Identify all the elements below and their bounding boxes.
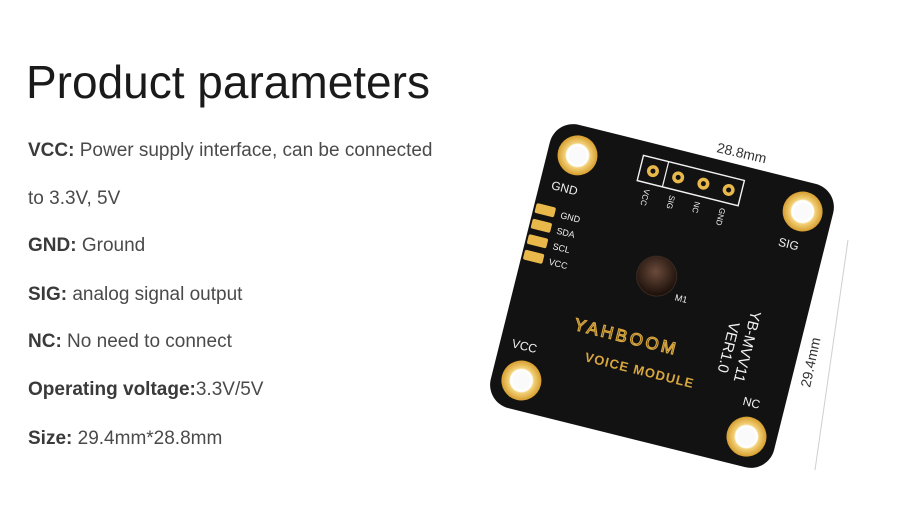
corner-label-vcc: VCC — [510, 336, 538, 356]
top-header: VCC SIG NC GND — [636, 154, 746, 227]
param-vcc: VCC: Power supply interface, can be conn… — [28, 140, 433, 161]
side-connector: GND SDA SCL VCC — [523, 203, 582, 271]
top-pin-label: NC — [690, 201, 702, 215]
param-sig: SIG: analog signal output — [28, 284, 243, 305]
top-pin-label: SIG — [664, 194, 676, 210]
top-pin-label: GND — [714, 207, 727, 227]
microphone-icon: M1 — [636, 255, 689, 305]
corner-label-nc: NC — [741, 394, 762, 412]
side-pin-label: VCC — [548, 257, 569, 271]
side-pin-label: GND — [559, 210, 581, 225]
param-nc: NC: No need to connect — [28, 331, 232, 352]
param-gnd: GND: Ground — [28, 235, 146, 256]
param-size: Size: 29.4mm*28.8mm — [28, 428, 223, 449]
corner-label-gnd: GND — [550, 178, 580, 198]
side-pin-label: SCL — [552, 241, 571, 255]
page-title: Product parameters — [26, 56, 430, 108]
mic-label: M1 — [674, 292, 689, 305]
pcb-board: GND SIG VCC NC VCC SIG NC GND GND SDA SC… — [490, 124, 834, 468]
corner-label-sig: SIG — [777, 235, 800, 254]
side-pin-label: SDA — [555, 226, 575, 240]
top-pin-label: VCC — [638, 188, 651, 207]
param-voltage: Operating voltage:3.3V/5V — [28, 379, 264, 400]
param-vcc-cont: to 3.3V, 5V — [28, 188, 121, 209]
voice-module-illustration: 28.8mm 29.4mm GND SIG VCC NC VCC SIG — [440, 100, 900, 500]
height-dim-label: 29.4mm — [797, 336, 823, 389]
